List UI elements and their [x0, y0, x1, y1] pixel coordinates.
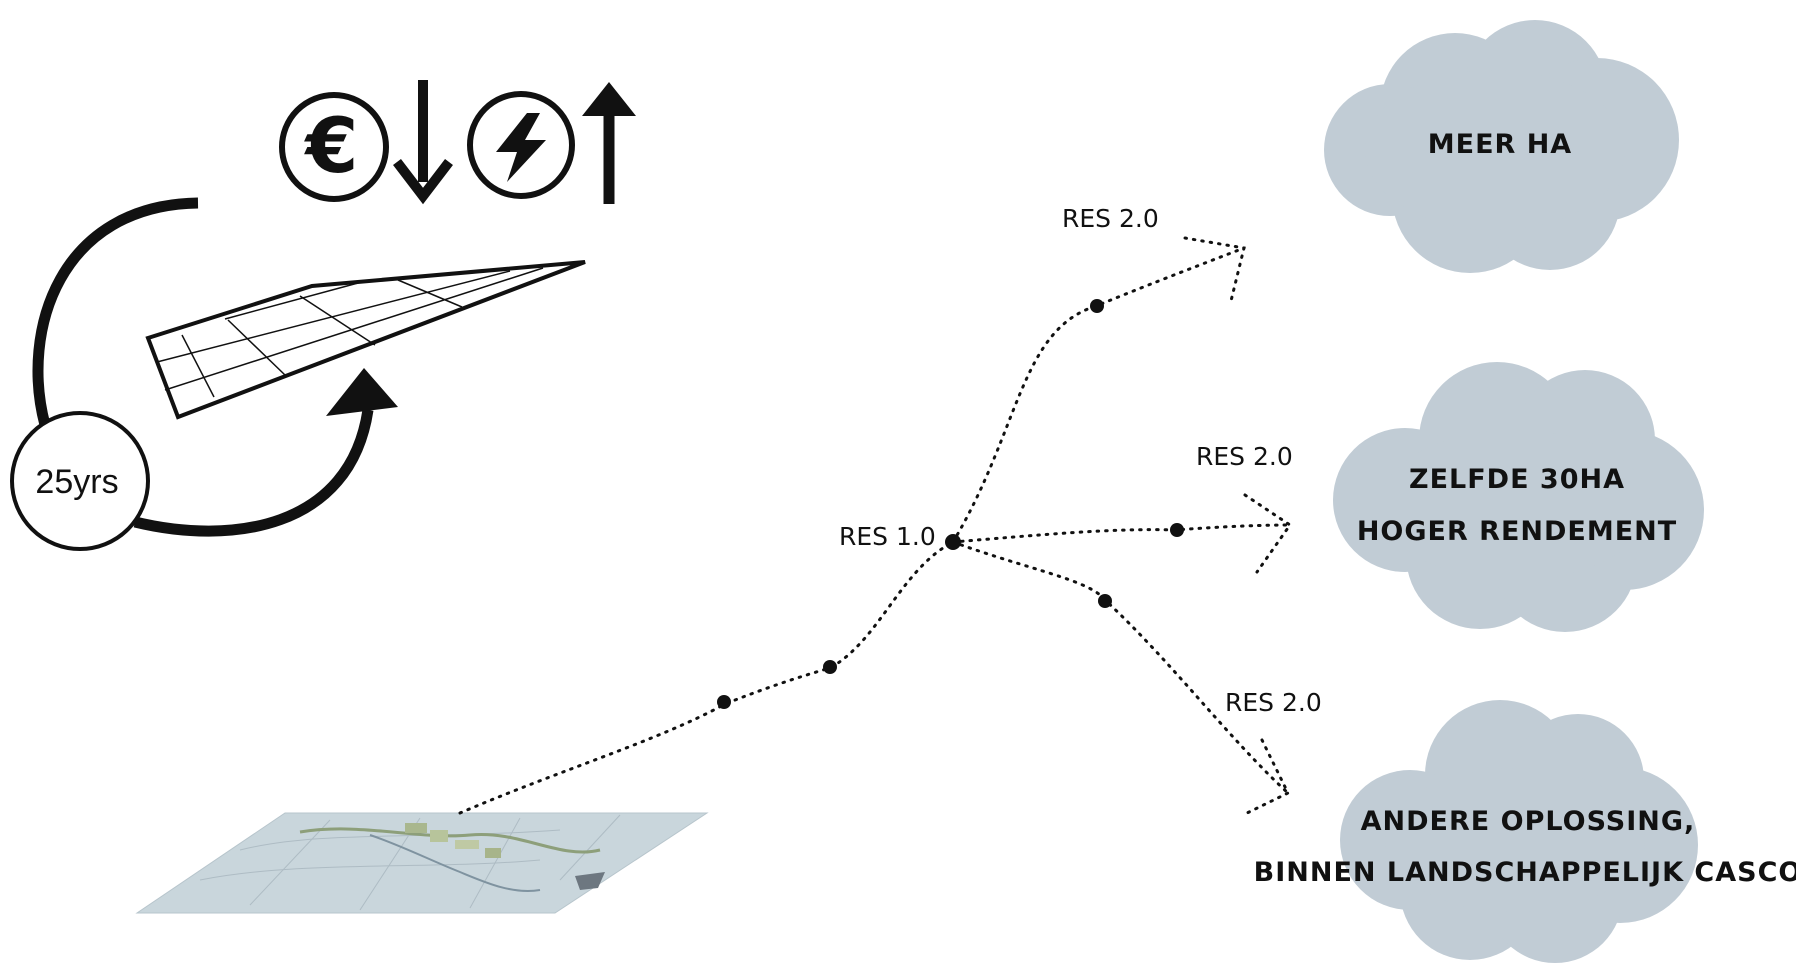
outcome-2-line-1: ZELFDE 30HA: [1409, 464, 1625, 495]
arrowhead-mid: [1245, 495, 1290, 572]
landscape-map: [137, 813, 707, 913]
arrowhead-top: [1185, 238, 1244, 305]
lightning-icon: [470, 94, 572, 196]
outcome-2-line-2: HOGER RENDEMENT: [1357, 516, 1677, 547]
node: [717, 695, 731, 709]
svg-text:€: €: [304, 101, 359, 190]
outcome-3-line-2: BINNEN LANDSCHAPPELIJK CASCO: [1254, 857, 1796, 888]
node: [1170, 523, 1184, 537]
node: [1098, 594, 1112, 608]
outcome-3-line-1: ANDERE OPLOSSING,: [1361, 806, 1696, 837]
branch-top-path: [953, 248, 1244, 542]
outcome-cloud-2: [1333, 362, 1704, 632]
cycle-arrowhead: [326, 368, 398, 416]
res2-label-low: RES 2.0: [1225, 688, 1322, 717]
res2-label-mid: RES 2.0: [1196, 442, 1293, 471]
node: [823, 660, 837, 674]
arrowhead-low: [1243, 740, 1288, 815]
years-label: 25yrs: [35, 463, 118, 501]
res2-label-top: RES 2.0: [1062, 204, 1159, 233]
branch-mid-path: [953, 525, 1290, 542]
cycle-group: 25yrs €: [12, 80, 636, 549]
node-res1: [945, 534, 961, 550]
cycle-arc-lower: [135, 410, 368, 531]
euro-icon: €: [282, 95, 386, 199]
path-nodes: [717, 299, 1184, 709]
trunk-path: [460, 542, 953, 813]
arrow-up-icon: [582, 82, 636, 204]
outcome-1-line-1: MEER HA: [1428, 129, 1572, 160]
arrow-down-icon: [397, 80, 449, 196]
branch-low-path: [953, 542, 1288, 793]
node: [1090, 299, 1104, 313]
res1-label: RES 1.0: [839, 522, 936, 551]
